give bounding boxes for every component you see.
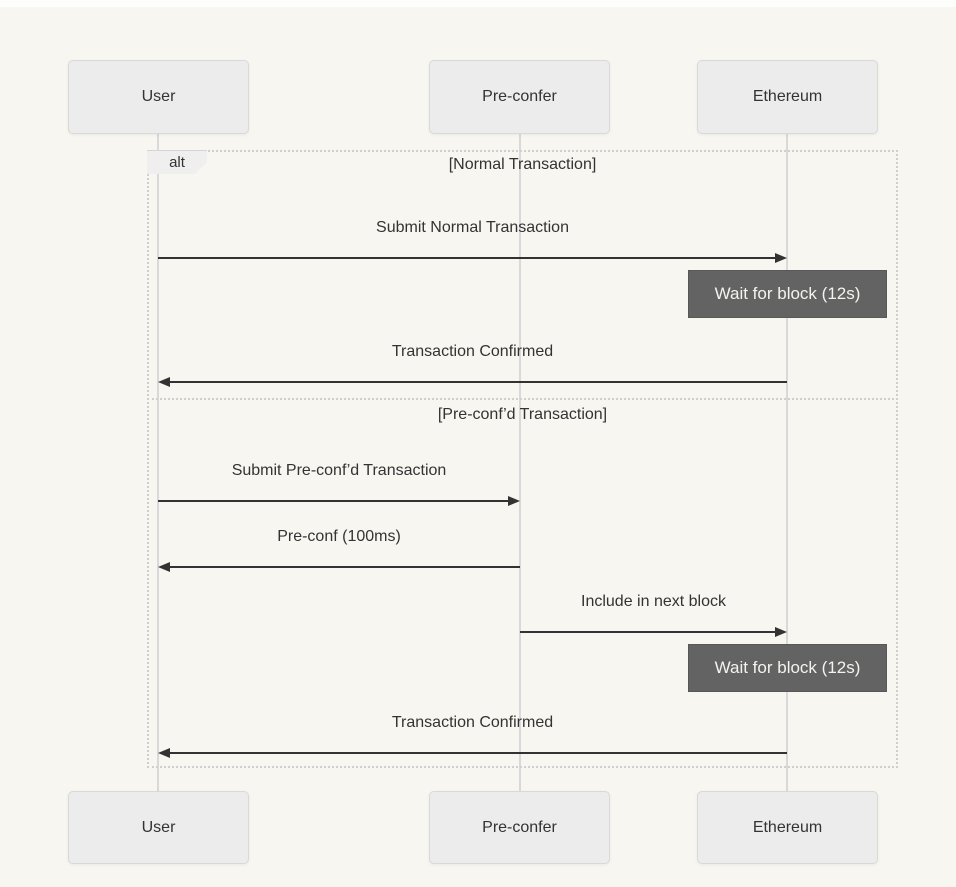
arrowhead-left-icon	[158, 562, 170, 572]
actor-label: User	[141, 818, 176, 836]
message-label: Include in next block	[581, 593, 726, 610]
actor-label: Ethereum	[752, 818, 823, 836]
actor-ethereum-bottom: Ethereum	[697, 791, 878, 864]
arrowhead-right-icon	[775, 627, 787, 637]
arrowhead-right-icon	[508, 496, 520, 506]
actor-label: User	[141, 88, 176, 105]
actor-ethereum-top: Ethereum	[697, 60, 878, 134]
actor-user-bottom: User	[68, 791, 249, 864]
note-wait-for-block-1: Wait for block (12s)	[688, 270, 887, 318]
message-label: Transaction Confirmed	[391, 714, 554, 731]
message-line	[169, 566, 520, 568]
lifeline-pre-confer	[519, 134, 521, 791]
alt-operator-label: alt	[147, 150, 207, 174]
alt-section-divider	[147, 398, 898, 400]
arrowhead-left-icon	[158, 377, 170, 387]
message-label: Submit Pre-conf’d Transaction	[231, 462, 447, 479]
message-line	[158, 500, 509, 502]
message-line	[169, 381, 787, 383]
message-line	[158, 257, 776, 259]
actor-user-top: User	[68, 60, 249, 134]
message-label: Submit Normal Transaction	[376, 219, 569, 236]
actor-pre-confer-bottom: Pre-confer	[429, 791, 610, 864]
message-label: Transaction Confirmed	[391, 343, 554, 360]
arrowhead-left-icon	[158, 748, 170, 758]
actor-label: Pre-confer	[482, 88, 557, 105]
message-line	[520, 631, 776, 633]
message-label: Pre-conf (100ms)	[277, 528, 401, 545]
top-margin	[0, 0, 956, 7]
alt-frame	[147, 150, 898, 768]
note-wait-for-block-2: Wait for block (12s)	[688, 644, 887, 692]
section-label-normal-transaction: [Normal Transaction]	[448, 156, 597, 173]
actor-label: Pre-confer	[482, 818, 557, 836]
actor-pre-confer-top: Pre-confer	[429, 60, 610, 134]
section-label-preconfd-transaction: [Pre-conf’d Transaction]	[437, 406, 608, 423]
lifeline-user	[157, 134, 159, 791]
arrowhead-right-icon	[775, 253, 787, 263]
message-line	[169, 752, 787, 754]
lifeline-ethereum	[786, 134, 788, 791]
actor-label: Ethereum	[752, 88, 823, 105]
